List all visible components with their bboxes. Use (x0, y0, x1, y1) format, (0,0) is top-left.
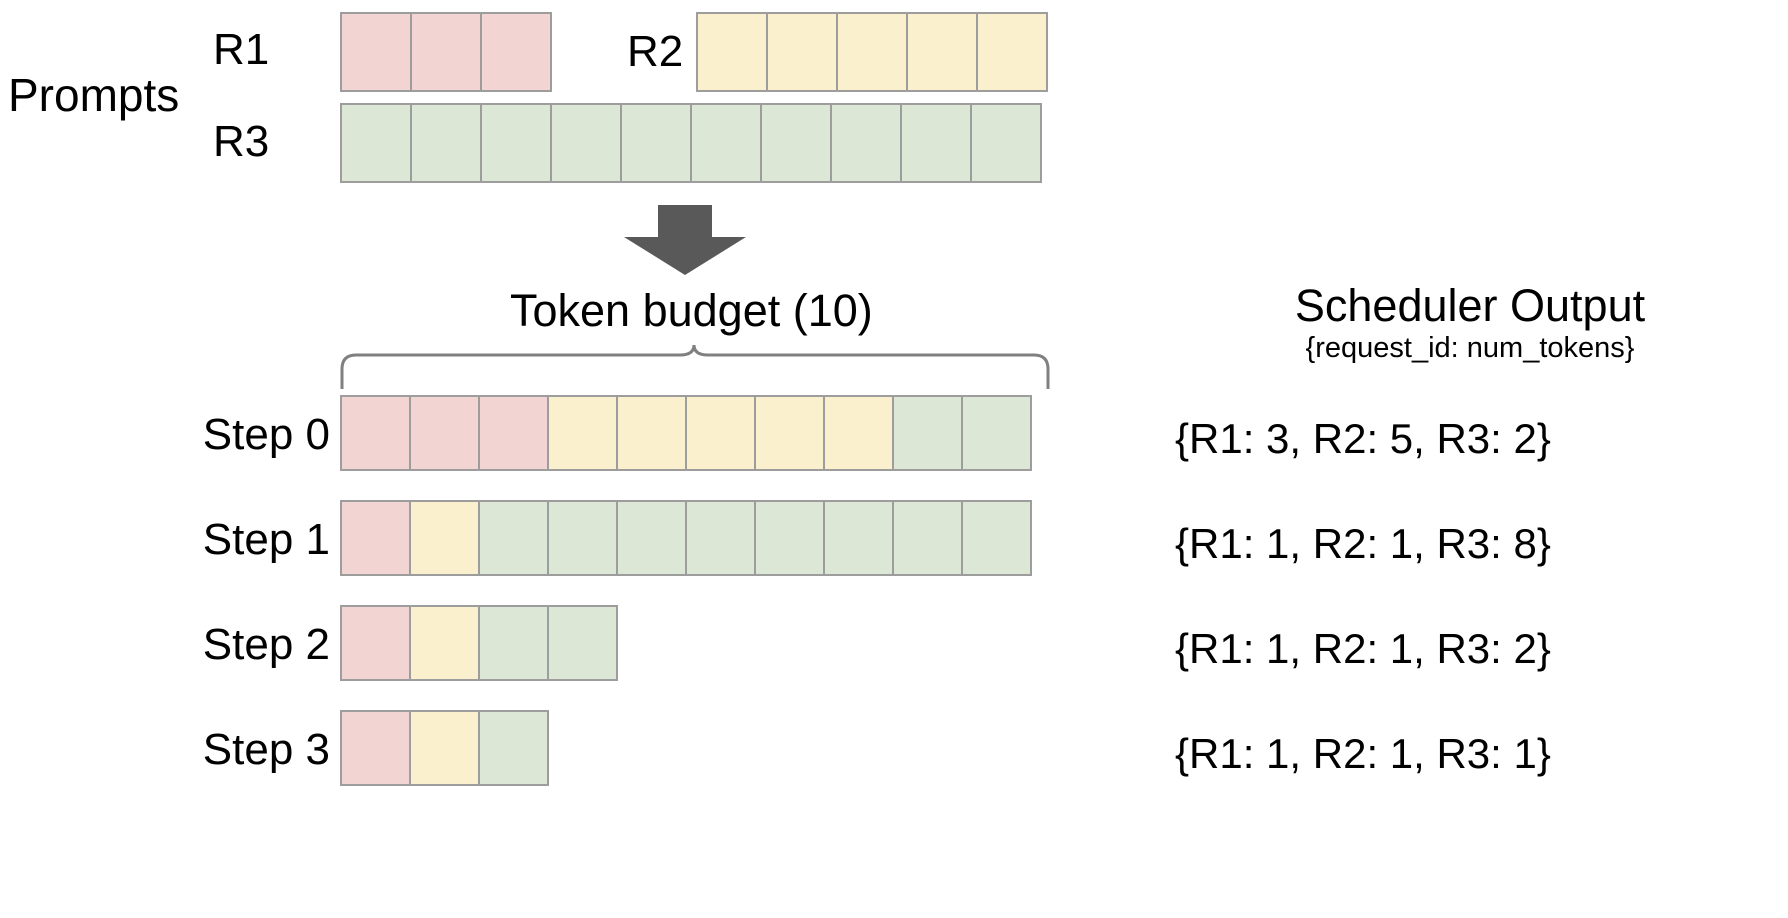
step-token-row-1 (340, 500, 1032, 576)
scheduler-output-3: {R1: 1, R2: 1, R3: 1} (1175, 730, 1551, 777)
scheduler-output-1: {R1: 1, R2: 1, R3: 8} (1175, 520, 1551, 567)
step-label-1: Step 1 (202, 515, 330, 564)
token-budget-brace (340, 344, 1050, 394)
step-label-0: Step 0 (202, 410, 330, 459)
prompt-row-r3 (340, 103, 1042, 183)
step-token-cell-R2 (409, 605, 480, 681)
prompt-label-r2: R2 (627, 27, 684, 76)
step-token-cell-R1 (340, 605, 411, 681)
step-token-row-2 (340, 605, 618, 681)
step-token-cell-R3 (961, 500, 1032, 576)
step-token-cell-R1 (409, 395, 480, 471)
step-token-cell-R3 (685, 500, 756, 576)
prompt-token-cell (696, 12, 768, 92)
step-token-cell-R1 (340, 500, 411, 576)
step-token-cell-R3 (547, 605, 618, 681)
scheduler-output-2: {R1: 1, R2: 1, R3: 2} (1175, 625, 1551, 672)
step-token-cell-R3 (547, 500, 618, 576)
step-token-cell-R1 (340, 395, 411, 471)
prompt-token-cell (906, 12, 978, 92)
step-token-row-0 (340, 395, 1032, 471)
prompt-row-r2 (696, 12, 1048, 92)
step-label-3: Step 3 (202, 725, 330, 774)
prompt-token-cell (340, 103, 412, 183)
scheduler-output-title: Scheduler Output (1294, 280, 1646, 331)
prompt-row-r1 (340, 12, 552, 92)
prompt-token-cell (620, 103, 692, 183)
step-token-cell-R2 (409, 500, 480, 576)
prompts-label: Prompts (8, 69, 180, 121)
step-token-cell-R2 (823, 395, 894, 471)
step-token-cell-R2 (547, 395, 618, 471)
token-budget-label: Token budget (10) (510, 285, 873, 336)
prompt-token-cell (836, 12, 908, 92)
step-token-cell-R3 (892, 500, 963, 576)
step-token-cell-R3 (754, 500, 825, 576)
step-token-cell-R2 (685, 395, 756, 471)
step-token-cell-R3 (478, 710, 549, 786)
prompt-token-cell (970, 103, 1042, 183)
prompt-token-cell (340, 12, 412, 92)
prompt-token-cell (830, 103, 902, 183)
prompt-label-r3: R3 (213, 117, 270, 166)
prompt-token-cell (900, 103, 972, 183)
prompt-token-cell (976, 12, 1048, 92)
prompt-token-cell (766, 12, 838, 92)
step-label-2: Step 2 (202, 620, 330, 669)
step-token-cell-R3 (478, 605, 549, 681)
prompt-token-cell (410, 12, 482, 92)
step-token-cell-R3 (616, 500, 687, 576)
step-token-cell-R3 (823, 500, 894, 576)
step-token-cell-R1 (478, 395, 549, 471)
prompt-token-cell (480, 103, 552, 183)
prompt-token-cell (480, 12, 552, 92)
step-token-cell-R2 (409, 710, 480, 786)
prompt-token-cell (690, 103, 762, 183)
step-token-cell-R2 (616, 395, 687, 471)
prompt-token-cell (550, 103, 622, 183)
step-token-cell-R1 (340, 710, 411, 786)
step-token-cell-R3 (961, 395, 1032, 471)
step-token-cell-R2 (754, 395, 825, 471)
down-arrow-icon (620, 205, 750, 280)
prompt-token-cell (410, 103, 482, 183)
prompt-label-r1: R1 (213, 25, 270, 74)
step-token-row-3 (340, 710, 549, 786)
prompt-token-cell (760, 103, 832, 183)
scheduler-output-0: {R1: 3, R2: 5, R3: 2} (1175, 415, 1551, 462)
step-token-cell-R3 (478, 500, 549, 576)
step-token-cell-R3 (892, 395, 963, 471)
scheduler-output-subtitle: {request_id: num_tokens} (1305, 332, 1635, 364)
